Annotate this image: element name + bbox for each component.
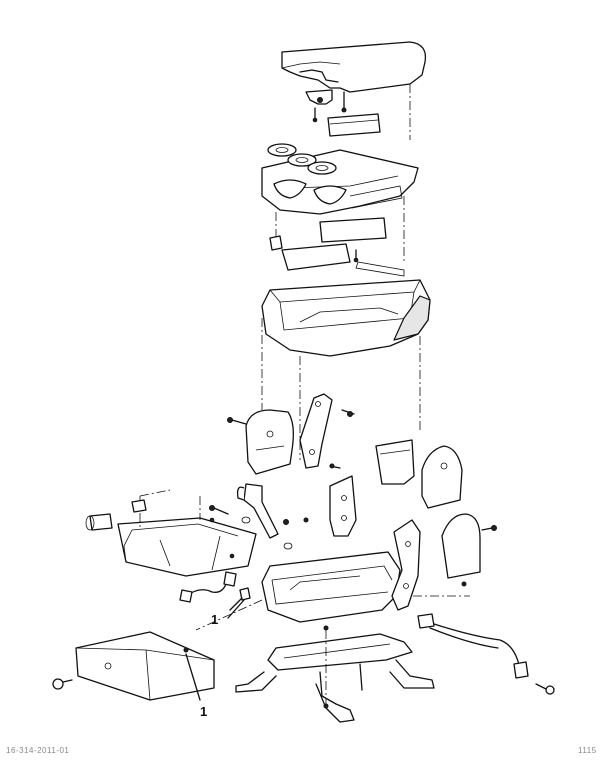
lower-storage-box <box>52 631 215 701</box>
callout-leaders <box>185 599 245 701</box>
cup-holder-tray <box>261 143 419 262</box>
right-side-plate <box>421 445 463 509</box>
armrest-lid <box>281 41 427 140</box>
console-bin <box>261 279 431 460</box>
left-side-plate <box>245 409 294 475</box>
pad-upper <box>319 217 387 243</box>
washers <box>209 505 309 550</box>
left-hinge-arm <box>299 393 333 469</box>
latch-arm <box>236 483 279 539</box>
screw-left-upper <box>227 417 247 425</box>
right-end-cap <box>441 513 497 579</box>
wiring-harness-right <box>417 613 555 695</box>
wiring-harness-left <box>179 571 237 603</box>
clip <box>269 235 359 263</box>
center-trim-cover <box>375 439 415 485</box>
seat-riser <box>235 625 435 723</box>
plug-connector <box>85 499 147 531</box>
screw-top <box>341 409 355 417</box>
latch-panel <box>327 113 381 137</box>
footer-code-right: 1115 <box>578 746 597 755</box>
footer-code-left: 16-314-2011-01 <box>6 746 70 755</box>
clip-part-upper <box>229 587 251 611</box>
pad-lower <box>281 243 351 271</box>
grille-strip <box>355 261 405 277</box>
lid-hinge-bracket <box>305 89 347 123</box>
callout-label-1-upper: 1 <box>211 612 219 627</box>
storage-tray <box>117 489 257 577</box>
right-support-bracket <box>391 519 467 611</box>
center-bracket <box>329 463 357 537</box>
callout-label-1-lower: 1 <box>200 704 208 719</box>
